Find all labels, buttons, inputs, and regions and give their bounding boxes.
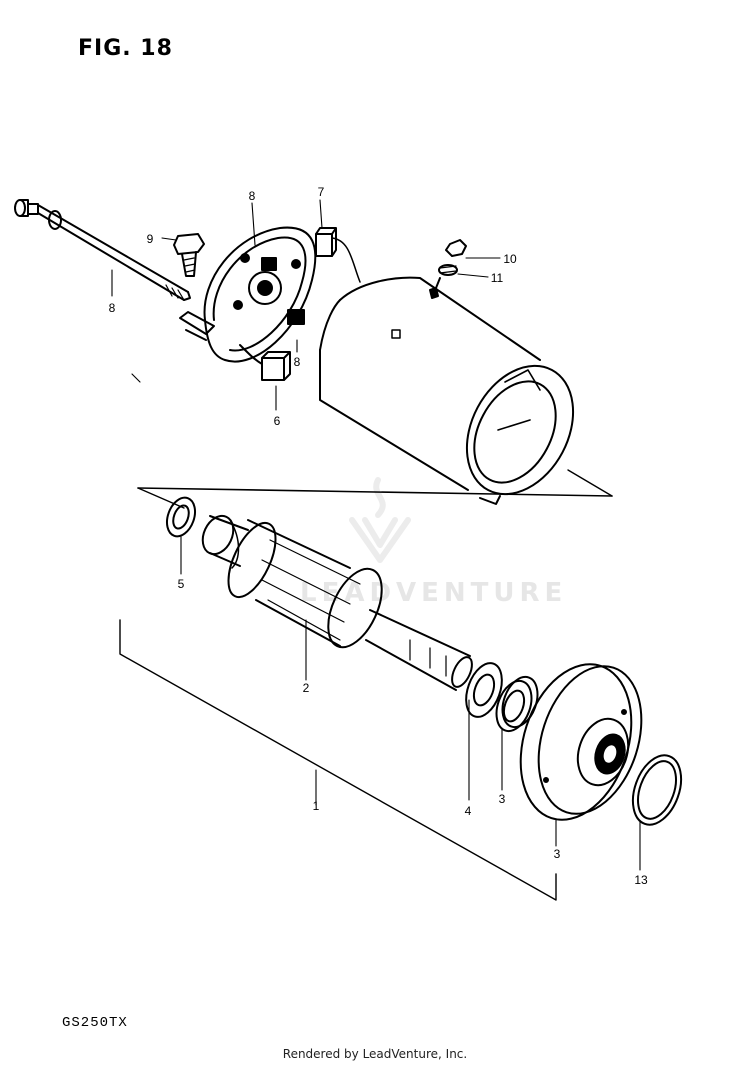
callout-7: 7 [318, 185, 325, 199]
brush-spring [261, 257, 277, 271]
callout-2: 2 [303, 681, 310, 695]
end-housing [519, 663, 643, 821]
callout-5: 5 [178, 577, 185, 591]
leader-lines [111, 199, 641, 871]
callout-8-upper: 8 [249, 189, 256, 203]
render-credit: Rendered by LeadVenture, Inc. [282, 1047, 468, 1061]
callout-6: 6 [274, 414, 281, 428]
thrust-washer [165, 496, 197, 538]
brush-terminal [315, 227, 361, 283]
callout-10: 9 [147, 232, 154, 246]
callout-1: 1 [313, 799, 320, 813]
figure-title: FIG. 18 [78, 36, 173, 61]
callout-11: 10 [503, 252, 517, 266]
brush-spring [287, 309, 305, 325]
assembly-bracket [119, 619, 557, 901]
callout-4: 4 [465, 804, 472, 818]
bolt [173, 233, 205, 277]
armature-washer [465, 662, 503, 718]
callout-3-housing: 3 [554, 847, 561, 861]
brush-set [239, 344, 291, 381]
callout-9: 8 [109, 301, 116, 315]
model-code: GS250TX [62, 1015, 128, 1031]
terminal-washer [438, 264, 458, 276]
callout-13: 13 [634, 873, 648, 887]
callout-8-lower: 8 [294, 355, 301, 369]
callout-3-seal: 3 [499, 792, 506, 806]
armature [201, 514, 473, 691]
brush-holder-plate [179, 226, 317, 363]
yoke-housing [319, 276, 575, 505]
terminal-nut [445, 239, 467, 257]
through-bolt [14, 199, 191, 301]
watermark-logo [349, 477, 411, 563]
o-ring [631, 754, 683, 826]
callout-12: 11 [491, 271, 504, 285]
